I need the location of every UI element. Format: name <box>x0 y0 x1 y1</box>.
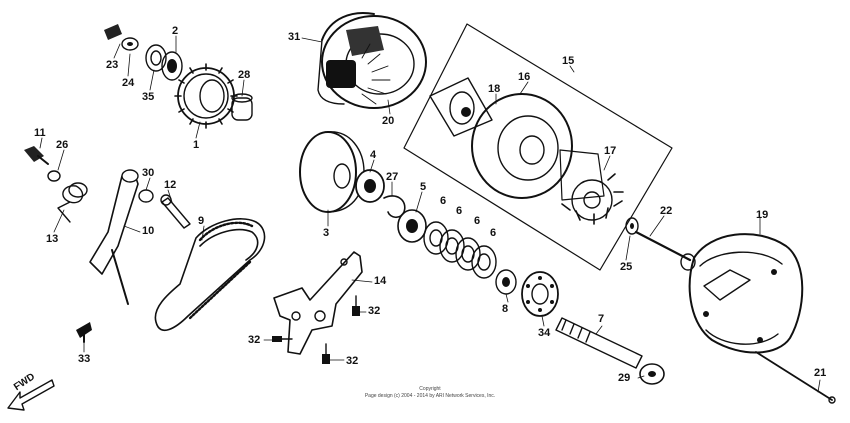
callout-15: 15 <box>562 55 575 67</box>
copyright-notice: Copyright Page design (c) 2004 - 2014 by… <box>330 386 530 400</box>
part-bolt-33 <box>76 322 92 343</box>
callout-32c: 32 <box>346 355 359 367</box>
callout-18: 18 <box>488 83 501 95</box>
part-long-rod <box>755 351 833 401</box>
part-tensioner-arm <box>89 169 191 305</box>
callout-26: 26 <box>56 139 69 151</box>
callout-29: 29 <box>618 372 631 384</box>
callout-31: 31 <box>288 31 301 43</box>
part-outer-cover <box>688 233 804 354</box>
callout-28: 28 <box>238 69 251 81</box>
callout-16: 16 <box>518 71 531 83</box>
part-long-bolt <box>625 217 696 271</box>
callout-1: 1 <box>193 139 200 151</box>
part-bracket-plate <box>273 251 363 355</box>
callout-35: 35 <box>142 91 155 103</box>
callout-34: 34 <box>538 327 551 339</box>
callout-22: 22 <box>660 205 673 217</box>
callout-32a: 32 <box>368 305 381 317</box>
callout-32b: 32 <box>248 334 261 346</box>
callout-13: 13 <box>46 233 59 245</box>
part-drive-chain <box>154 218 266 332</box>
callout-30: 30 <box>142 167 155 179</box>
callout-10: 10 <box>142 225 155 237</box>
part-output-shaft <box>555 317 643 369</box>
callout-20: 20 <box>382 115 395 127</box>
copyright-title: Copyright <box>419 386 441 392</box>
callout-11: 11 <box>34 127 46 139</box>
copyright-text: Page design (c) 2004 - 2014 by ARI Netwo… <box>364 393 496 399</box>
part-drive-sprocket <box>104 24 253 129</box>
callout-8: 8 <box>502 303 509 315</box>
callout-6c: 6 <box>474 215 481 227</box>
callout-23: 23 <box>106 59 119 71</box>
callout-2: 2 <box>172 25 179 37</box>
callout-4: 4 <box>370 149 377 161</box>
part-bearing <box>495 269 559 317</box>
callout-9: 9 <box>198 215 205 227</box>
part-bolts-32 <box>272 295 360 364</box>
part-clutch-assembly <box>429 77 624 225</box>
part-clutch-discs <box>397 209 497 279</box>
part-crankcase-cover <box>317 12 427 109</box>
callout-6d: 6 <box>490 227 497 239</box>
part-clutch-drum <box>299 131 385 213</box>
assembly-frame <box>403 23 673 271</box>
callout-6b: 6 <box>456 205 463 217</box>
callout-33: 33 <box>78 353 91 365</box>
callout-27: 27 <box>386 171 399 183</box>
callout-12: 12 <box>164 179 177 191</box>
part-circlip <box>383 195 406 219</box>
callout-14: 14 <box>374 275 387 287</box>
callout-25: 25 <box>620 261 633 273</box>
callout-19: 19 <box>756 209 769 221</box>
callout-24: 24 <box>122 77 135 89</box>
callout-3: 3 <box>323 227 330 239</box>
part-spring-set <box>24 146 88 223</box>
callout-6a: 6 <box>440 195 447 207</box>
callout-5: 5 <box>420 181 427 193</box>
callout-21: 21 <box>814 367 827 379</box>
leader-lines <box>39 35 821 393</box>
callout-17: 17 <box>604 145 617 157</box>
part-end-washer <box>639 363 665 385</box>
callout-7: 7 <box>598 313 605 325</box>
fwd-arrow-icon <box>7 379 55 411</box>
